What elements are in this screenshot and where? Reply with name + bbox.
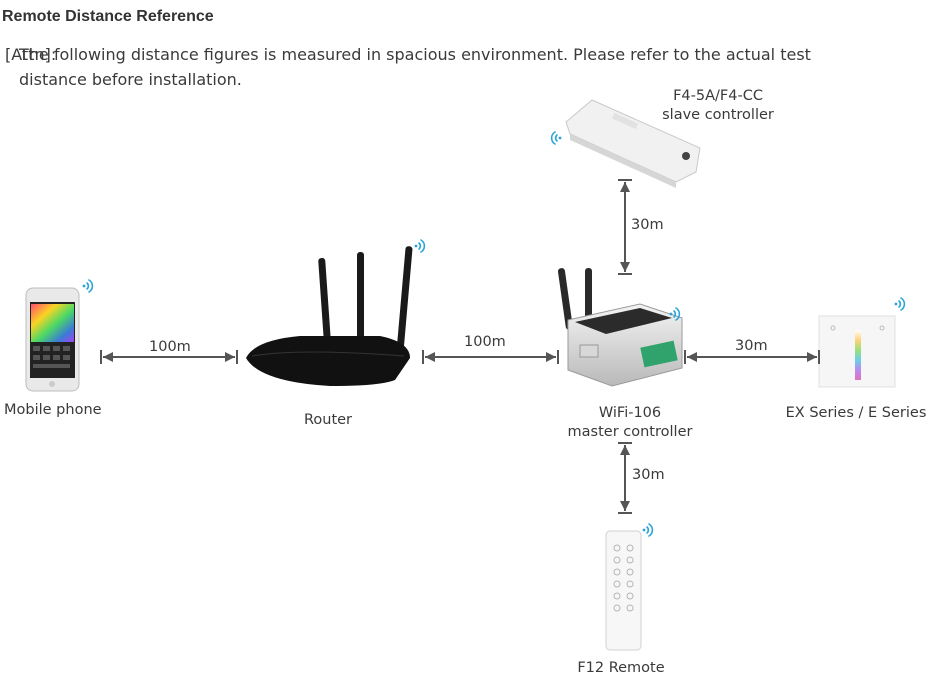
f12-remote-image xyxy=(605,530,642,651)
distance-label-router-master: 100m xyxy=(464,334,506,350)
wifi-signal-icon xyxy=(669,307,681,321)
distance-arrow-master-remote xyxy=(618,442,632,514)
label-f12-remote: F12 Remote xyxy=(577,660,665,676)
page-title: Remote Distance Reference xyxy=(2,8,214,25)
distance-arrow-master-panel xyxy=(684,350,820,364)
mobile-phone-image xyxy=(25,287,80,392)
distance-label-master-slave: 30m xyxy=(631,217,664,233)
wifi-signal-icon xyxy=(82,279,94,293)
label-slave-line-1: F4-5A/F4-CC xyxy=(673,88,763,104)
distance-label-master-panel: 30m xyxy=(735,338,768,354)
label-master-line-1: WiFi-106 xyxy=(598,405,662,421)
wifi-signal-icon xyxy=(642,523,654,537)
label-panel: EX Series / E Series xyxy=(785,405,927,421)
distance-arrow-master-slave xyxy=(618,179,632,275)
distance-label-phone-router: 100m xyxy=(149,339,191,355)
note-line-2: distance before installation. xyxy=(19,70,242,89)
wifi-signal-icon xyxy=(550,131,562,145)
note-tag: [Attn]: xyxy=(5,45,57,64)
master-controller-image xyxy=(557,268,683,387)
note-line-1: The following distance figures is measur… xyxy=(19,45,811,64)
label-router: Router xyxy=(303,412,353,428)
label-slave-line-2: slave controller xyxy=(662,107,774,123)
slave-controller-image xyxy=(565,99,701,188)
wall-panel-image xyxy=(818,315,896,388)
label-master-line-2: master controller xyxy=(567,424,693,440)
wifi-signal-icon xyxy=(894,297,906,311)
distance-arrow-phone-router xyxy=(100,350,238,364)
label-mobile-phone: Mobile phone xyxy=(4,402,102,418)
router-image xyxy=(246,246,413,386)
wifi-signal-icon xyxy=(414,239,426,253)
distance-arrow-router-master xyxy=(422,350,559,364)
distance-label-master-remote: 30m xyxy=(632,467,665,483)
